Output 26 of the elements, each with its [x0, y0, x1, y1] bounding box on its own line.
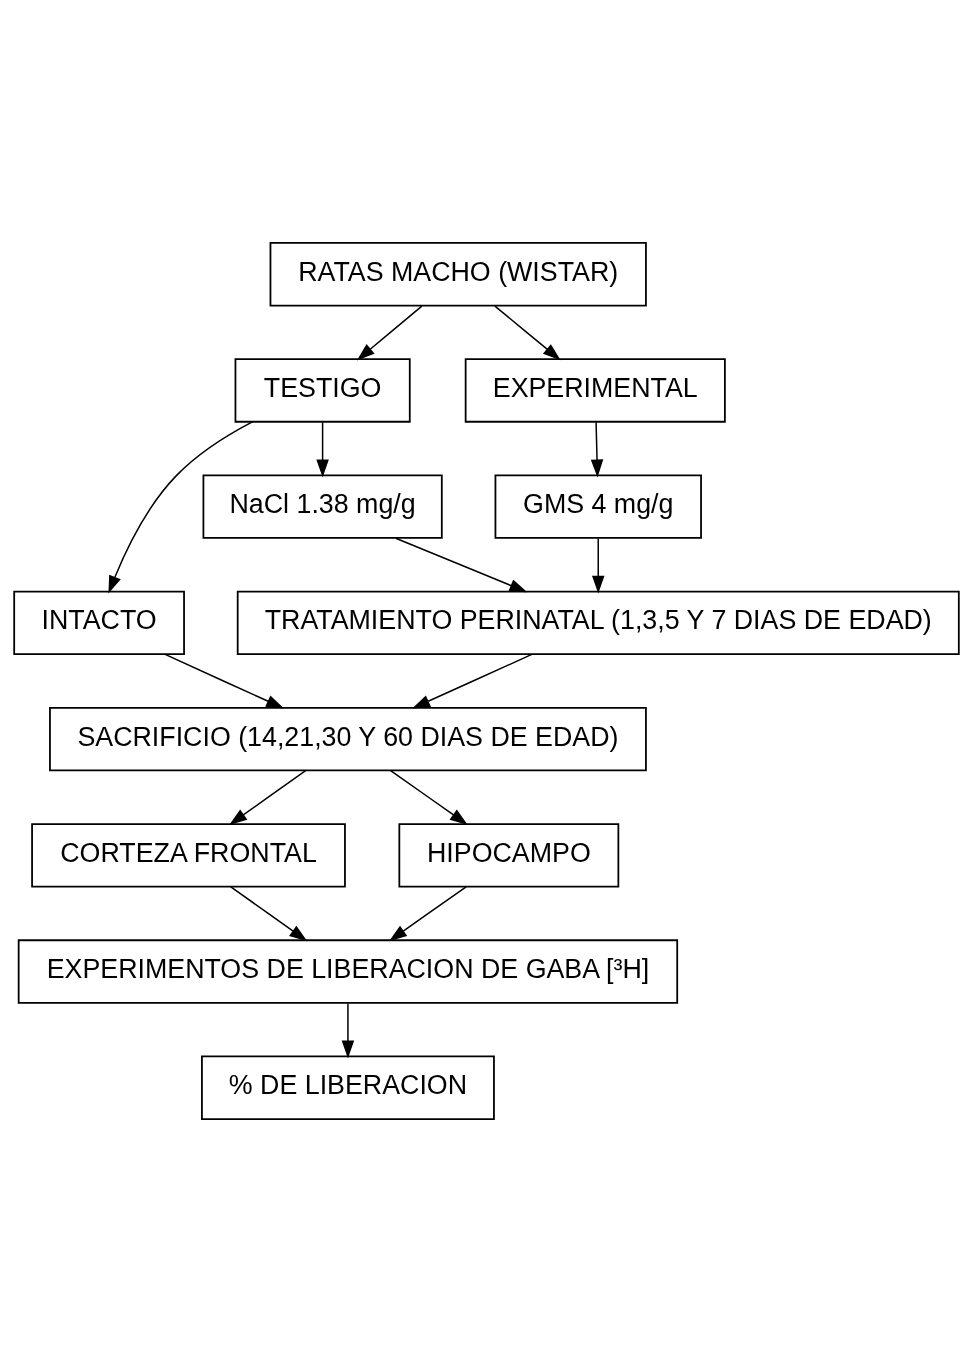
- arrow: [230, 886, 308, 942]
- arrow: [316, 421, 329, 478]
- arrow: [389, 886, 467, 942]
- node-box: INTACTO: [13, 590, 185, 656]
- node-box: NaCl 1.38 mg/g: [202, 474, 443, 539]
- node-box: RATAS MACHO (WISTAR): [269, 242, 647, 307]
- arrow: [356, 305, 423, 361]
- arrow: [341, 1002, 355, 1059]
- node-box: % DE LIBERACION: [201, 1055, 495, 1120]
- arrow: [229, 769, 307, 825]
- arrow: [412, 653, 533, 709]
- arrow: [494, 305, 561, 361]
- node-box: SACRIFICIO (14,21,30 Y 60 DIAS DE EDAD): [49, 706, 647, 772]
- arrow: [389, 769, 468, 825]
- node-box: CORTEZA FRONTAL: [31, 823, 346, 888]
- arrow: [108, 421, 254, 594]
- arrow: [395, 537, 528, 593]
- arrow: [590, 421, 604, 478]
- node-box: GMS 4 mg/g: [494, 474, 702, 539]
- node-box: TRATAMIENTO PERINATAL (1,3,5 Y 7 DIAS DE EDAD): [236, 590, 960, 656]
- arrow: [164, 653, 285, 709]
- node-box: TESTIGO: [234, 358, 411, 423]
- node-box: HIPOCAMPO: [398, 823, 620, 888]
- node-box: EXPERIMENTOS DE LIBERACION DE GABA [³H]: [17, 939, 679, 1004]
- arrow: [592, 537, 605, 594]
- node-box: EXPERIMENTAL: [464, 358, 726, 423]
